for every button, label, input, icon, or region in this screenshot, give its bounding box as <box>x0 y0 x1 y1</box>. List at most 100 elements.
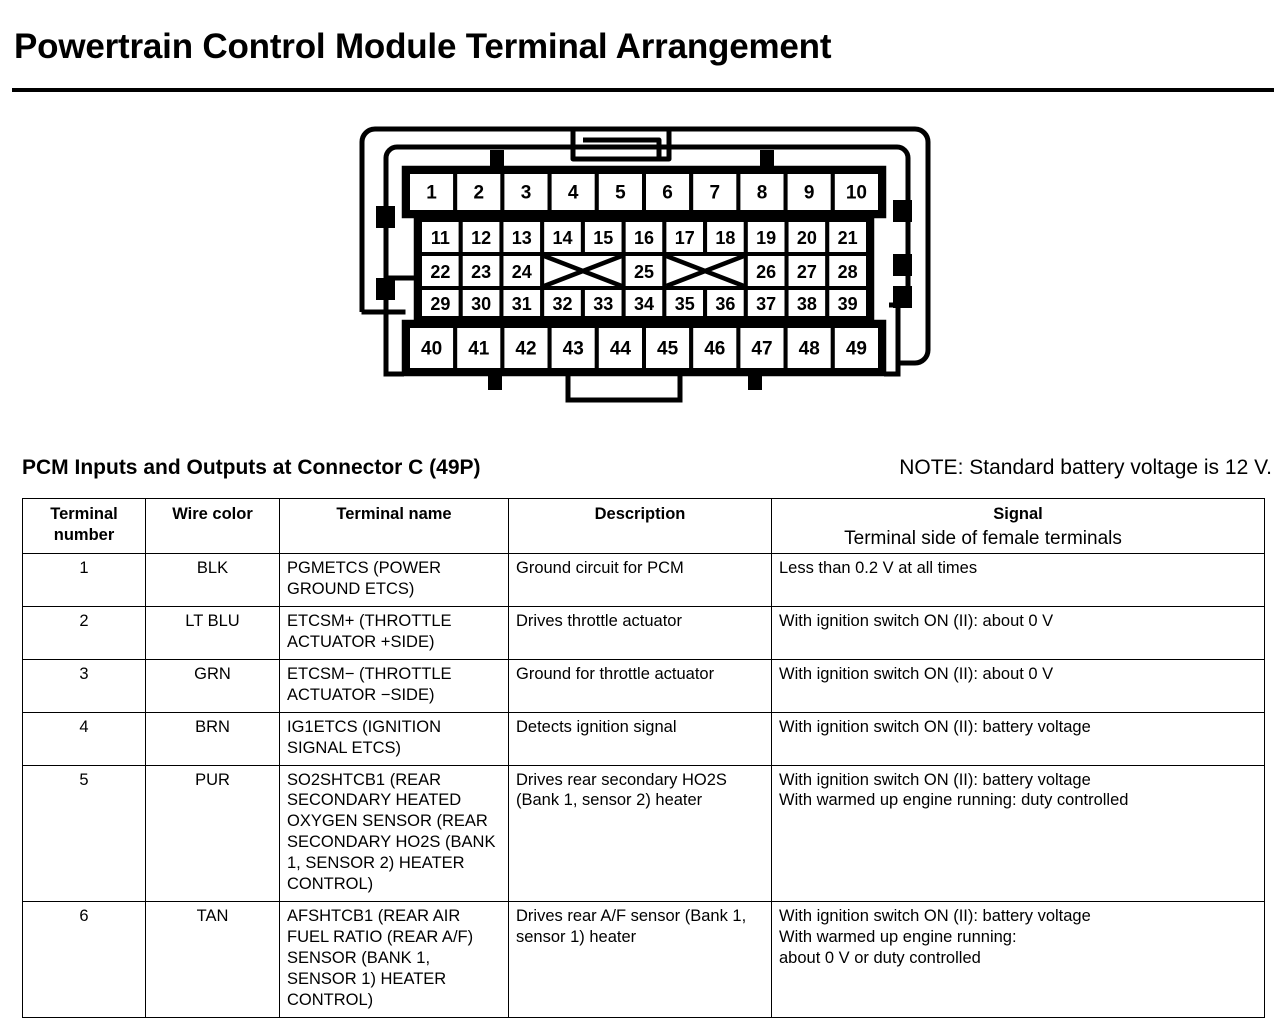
pin-number-label: 44 <box>610 339 632 360</box>
cell-terminal-name: ETCSM− (THROTTLE ACTUATOR −SIDE) <box>279 658 509 713</box>
col-header-terminal-name: Terminal name <box>279 498 509 554</box>
col-header-description: Description <box>508 498 772 554</box>
cell-terminal-number: 2 <box>22 605 146 660</box>
pin-number-label: 31 <box>512 294 532 314</box>
pcm-io-table: Terminal number Wire color Terminal name… <box>22 498 1265 1018</box>
pin-cell <box>830 170 882 214</box>
pin-number-label: 12 <box>471 228 491 248</box>
pin-number-label: 17 <box>675 228 695 248</box>
pin-number-label: 28 <box>838 262 858 282</box>
pin-cell <box>540 218 585 256</box>
cell-terminal-name: SO2SHTCB1 (REAR SECONDARY HEATED OXYGEN … <box>279 764 509 903</box>
pin-number-label: 9 <box>804 183 815 204</box>
table-header-row: Terminal number Wire color Terminal name… <box>22 498 1265 554</box>
pin-number-label: 25 <box>634 262 654 282</box>
pin-number-label: 21 <box>838 228 858 248</box>
cell-signal: With ignition switch ON (II): about 0 V <box>771 605 1265 660</box>
cell-description: Ground for throttle actuator <box>508 658 772 713</box>
page-title: Powertrain Control Module Terminal Arran… <box>14 27 832 67</box>
pin-number-label: 49 <box>846 339 867 360</box>
cell-terminal-name: AFSHTCB1 (REAR AIR FUEL RATIO (REAR A/F)… <box>279 901 509 1018</box>
pin-number-label: 5 <box>615 183 626 204</box>
pin-number-label: 3 <box>521 183 532 204</box>
cell-wire-color: TAN <box>145 901 280 1018</box>
pin-number-label: 43 <box>563 339 584 360</box>
pin-cell <box>453 170 505 214</box>
pin-number-label: 32 <box>553 294 573 314</box>
pin-cell <box>783 324 835 372</box>
pin-number-label: 37 <box>756 294 776 314</box>
pin-cell <box>736 170 788 214</box>
pin-number-label: 42 <box>515 339 536 360</box>
pin-number-label: 38 <box>797 294 817 314</box>
battery-voltage-note: NOTE: Standard battery voltage is 12 V. <box>899 456 1272 479</box>
col-header-signal: Signal <box>771 498 1265 554</box>
pin-number-label: 36 <box>715 294 735 314</box>
pin-cell <box>500 324 552 372</box>
pin-number-label: 27 <box>797 262 817 282</box>
pin-number-label: 47 <box>751 339 772 360</box>
cell-description: Ground circuit for PCM <box>508 552 772 607</box>
pin-number-label: 16 <box>634 228 654 248</box>
pin-cell <box>703 286 748 320</box>
cell-signal: With ignition switch ON (II): battery vo… <box>771 764 1265 903</box>
cell-description: Drives rear secondary HO2S (Bank 1, sens… <box>508 764 772 903</box>
pin-number-label: 8 <box>757 183 768 204</box>
connector-right-tabs <box>893 200 912 308</box>
pin-number-label: 29 <box>430 294 450 314</box>
title-divider <box>12 88 1274 92</box>
cell-description: Drives throttle actuator <box>508 605 772 660</box>
pin-cell <box>830 324 882 372</box>
pcm-io-table-wrapper: Terminal number Wire color Terminal name… <box>22 498 1265 1018</box>
cell-signal: Less than 0.2 V at all times <box>771 552 1265 607</box>
cell-description: Drives rear A/F sensor (Bank 1, sensor 1… <box>508 901 772 1018</box>
connector-outer-shell <box>359 126 931 366</box>
pin-number-label: 2 <box>474 183 485 204</box>
connector-bottom-nubs <box>488 373 762 390</box>
pin-number-label: 33 <box>593 294 613 314</box>
pin-number-label: 19 <box>756 228 776 248</box>
connector-bottom-latch <box>565 374 683 403</box>
connector-left-tabs <box>376 206 395 300</box>
cell-wire-color: PUR <box>145 764 280 903</box>
section-heading: PCM Inputs and Outputs at Connector C (4… <box>22 456 481 479</box>
pin-number-label: 22 <box>430 262 450 282</box>
pin-number-label: 10 <box>846 183 867 204</box>
cell-terminal-name: ETCSM+ (THROTTLE ACTUATOR +SIDE) <box>279 605 509 660</box>
cell-signal: With ignition switch ON (II): battery vo… <box>771 901 1265 1018</box>
pin-number-label: 20 <box>797 228 817 248</box>
cell-wire-color: LT BLU <box>145 605 280 660</box>
cell-description: Detects ignition signal <box>508 711 772 766</box>
pin-number-label: 18 <box>715 228 735 248</box>
pin-cell <box>547 170 599 214</box>
pin-number-label: 41 <box>468 339 490 360</box>
pin-number-label: 6 <box>662 183 673 204</box>
pin-number-label: 1 <box>426 183 437 204</box>
pin-number-label: 39 <box>838 294 858 314</box>
pin-number-label: 24 <box>512 262 532 282</box>
cell-signal: With ignition switch ON (II): about 0 V <box>771 658 1265 713</box>
pin-number-label: 34 <box>634 294 654 314</box>
col-header-wire-color: Wire color <box>145 498 280 554</box>
cell-wire-color: BLK <box>145 552 280 607</box>
pin-cell <box>689 324 741 372</box>
col-header-terminal-number: Terminal number <box>22 498 146 554</box>
pin-number-label: 46 <box>704 339 725 360</box>
pin-cell <box>458 252 504 290</box>
document-page: Powertrain Control Module Terminal Arran… <box>12 27 1274 1018</box>
pin-cell <box>499 286 545 320</box>
connector-top-nubs <box>490 150 774 167</box>
cell-signal: With ignition switch ON (II): battery vo… <box>771 711 1265 766</box>
pin-cell <box>825 286 870 320</box>
unused-pin-x-mark <box>543 253 623 289</box>
pin-number-label: 13 <box>512 228 532 248</box>
pin-number-label: 26 <box>756 262 776 282</box>
cell-wire-color: GRN <box>145 658 280 713</box>
pin-number-label: 45 <box>657 339 679 360</box>
cell-terminal-number: 5 <box>22 764 146 903</box>
